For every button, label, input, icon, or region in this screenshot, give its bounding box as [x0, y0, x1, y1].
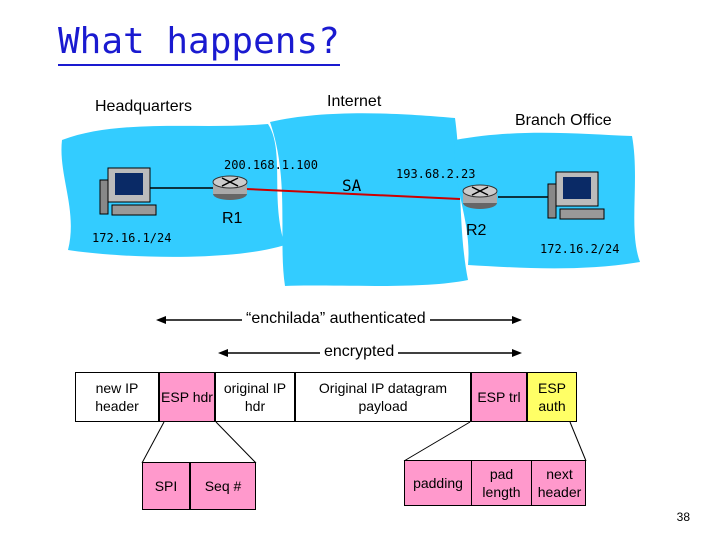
- spi-field: SPI: [142, 462, 190, 510]
- r2-router-icon: [462, 184, 498, 209]
- hq-host-computer-icon: [99, 167, 157, 216]
- new-ip-header-field: new IP header: [75, 372, 159, 422]
- detail-breakout-lines: [141, 421, 587, 464]
- esp-auth-field: ESP auth: [527, 372, 577, 422]
- hq-label: Headquarters: [95, 98, 192, 115]
- r1-public-address: 200.168.1.100: [224, 158, 318, 172]
- padding-field: padding: [413, 475, 463, 491]
- r1-label: R1: [222, 210, 243, 227]
- esp-trailer-detail: padding pad length next header: [404, 460, 586, 506]
- esp-trl-field: ESP trl: [471, 372, 527, 422]
- r1-router-icon: [212, 175, 248, 200]
- sa-tunnel: [245, 188, 461, 200]
- internet-label: Internet: [327, 93, 382, 110]
- branch-label: Branch Office: [515, 112, 612, 129]
- original-ip-hdr-field: original IP hdr: [215, 372, 295, 422]
- page-number: 38: [676, 510, 690, 524]
- payload-field: Original IP datagram payload: [295, 372, 471, 422]
- branch-host-computer-icon: [547, 171, 605, 220]
- branch-cloud: [454, 132, 640, 269]
- esp-packet: new IP header ESP hdr original IP hdr Or…: [75, 372, 577, 422]
- internet-cloud: [270, 113, 468, 286]
- next-header-field: next header: [531, 461, 587, 505]
- hq-cloud: [61, 124, 286, 257]
- r2-label: R2: [466, 222, 487, 239]
- branch-network-address: 172.16.2/24: [540, 242, 620, 256]
- hq-network-address: 172.16.1/24: [92, 231, 172, 245]
- r2-public-address: 193.68.2.23: [396, 167, 476, 181]
- pad-length-field: pad length: [471, 461, 531, 505]
- esp-hdr-field: ESP hdr: [159, 372, 215, 422]
- sa-label: SA: [342, 176, 362, 195]
- authenticated-label: “enchilada” authenticated: [242, 310, 430, 328]
- encrypted-label: encrypted: [320, 343, 399, 361]
- seq-field: Seq #: [190, 462, 256, 510]
- page-title: What happens?: [58, 20, 340, 66]
